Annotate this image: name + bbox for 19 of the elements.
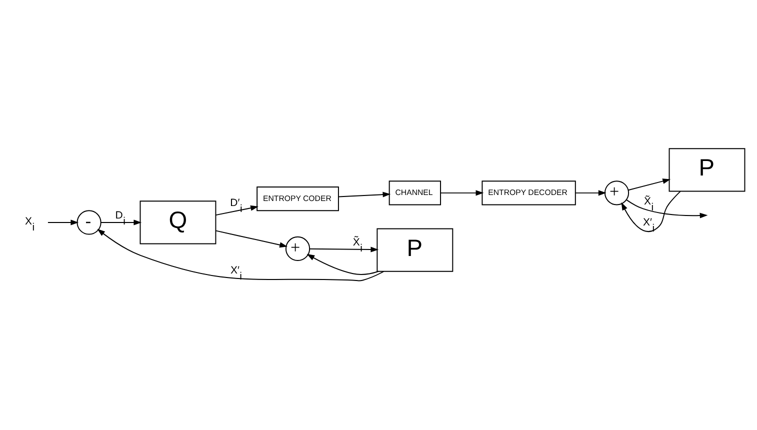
- arrow: [621, 190, 681, 232]
- arrow: [97, 228, 384, 282]
- node-circle: -: [76, 210, 102, 235]
- arrow: [575, 190, 606, 196]
- arrow: [628, 178, 671, 191]
- node-box: P: [376, 228, 454, 272]
- arrow: [215, 230, 288, 248]
- node-box: Q: [140, 200, 216, 244]
- arrow: [306, 254, 379, 275]
- arrow: [440, 190, 484, 196]
- node-circle: +: [285, 236, 310, 262]
- arrow: [215, 205, 258, 216]
- arrow: [309, 246, 379, 252]
- arrow: [100, 220, 142, 226]
- node-circle: +: [604, 180, 630, 206]
- arrow: [338, 192, 391, 198]
- arrow: [47, 220, 79, 226]
- node-box: P: [668, 148, 746, 192]
- arrow: [626, 199, 708, 218]
